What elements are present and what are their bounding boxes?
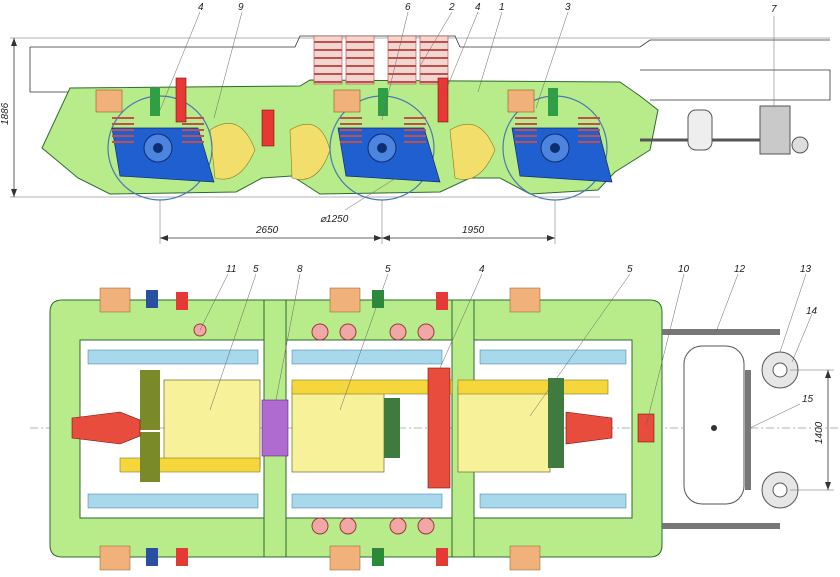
callout-side-7: 3	[565, 2, 571, 13]
brake-link-3	[449, 123, 496, 180]
callout-plan-1: 11	[226, 264, 236, 275]
callout-plan-9: 13	[800, 264, 812, 275]
rollers	[193, 323, 435, 535]
center-pivot	[261, 399, 289, 457]
primary-springs	[112, 117, 600, 143]
traction-rod-side	[640, 105, 809, 155]
callout-plan-8: 12	[734, 264, 746, 275]
plan-view: 1400 11 5 8 5 4 5 10 12 13 14 15	[30, 264, 840, 571]
track-dimension: 1400	[790, 369, 834, 491]
callout-side-4: 2	[448, 2, 455, 13]
callout-plan-2: 5	[253, 264, 259, 275]
bearing-bands	[87, 349, 627, 509]
wheelbase-dims: 2650 1950 ⌀1250	[159, 177, 556, 244]
callout-plan-11: 15	[802, 394, 814, 405]
brackets	[95, 89, 535, 113]
height-dimension: 1886	[0, 38, 17, 197]
track-dim-label: 1400	[814, 421, 825, 444]
motor-3	[457, 385, 551, 473]
callout-side-5: 4	[475, 2, 481, 13]
plan-callouts: 11 5 8 5 4 5 10 12 13 14 15	[199, 264, 818, 429]
height-dim-label: 1886	[0, 102, 11, 125]
axle-dampers	[150, 88, 558, 116]
motor-mounts	[140, 370, 564, 482]
traction-links	[71, 367, 613, 489]
wheel-diameter-label: ⌀1250	[320, 214, 349, 225]
traction-linkage-plan	[637, 329, 799, 529]
callout-side-8: 7	[771, 4, 777, 15]
motor-2	[291, 385, 385, 473]
callout-plan-6: 5	[627, 264, 633, 275]
wheelbase-b-label: 1950	[462, 225, 485, 236]
wheelbase-a-label: 2650	[255, 225, 279, 236]
secondary-springs	[313, 35, 449, 85]
callout-side-6: 1	[499, 2, 505, 13]
traction-motors	[163, 379, 551, 473]
side-view: 1886	[0, 2, 831, 244]
callout-plan-3: 8	[297, 264, 303, 275]
callout-side-3: 6	[405, 2, 411, 13]
plan-frame	[49, 299, 663, 558]
brake-link-1	[209, 123, 256, 180]
callout-side-1: 4	[198, 2, 204, 13]
motor-1	[163, 379, 261, 469]
callout-plan-5: 4	[479, 264, 485, 275]
callout-plan-7: 10	[678, 264, 690, 275]
vertical-dampers	[175, 77, 449, 147]
side-callouts: 4 9 6 2 4 1 3 7	[159, 2, 777, 121]
callout-plan-10: 14	[806, 306, 818, 317]
brake-units	[99, 287, 541, 571]
callout-plan-4: 5	[385, 264, 391, 275]
callout-side-2: 9	[238, 2, 244, 13]
